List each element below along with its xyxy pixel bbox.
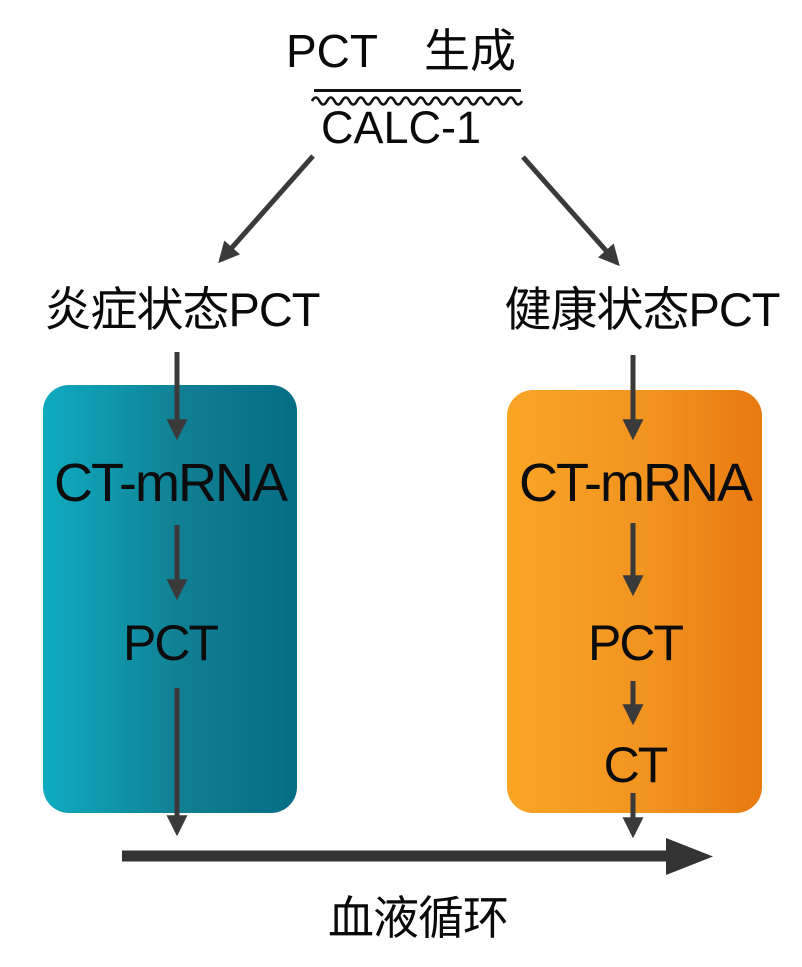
blood-circulation-label: 血液循环 — [328, 892, 509, 944]
page-title: PCT 生成 — [0, 26, 802, 77]
blood-circulation-arrowhead — [666, 838, 713, 875]
left-ct-mrna-label: CT-mRNA — [54, 453, 288, 513]
inflammation-state-label: 炎症状态PCT — [44, 283, 321, 336]
right-ct-label: CT — [603, 737, 669, 793]
page-title-latin: PCT — [286, 25, 378, 77]
calc1-to-inflammation-arrow — [218, 154, 315, 264]
right-pct-label: PCT — [588, 615, 684, 671]
page-title-cjk: 生成 — [424, 25, 516, 77]
title-underline — [314, 89, 521, 92]
left-pct-label: PCT — [123, 615, 219, 671]
calc1-to-healthy-arrow — [521, 155, 620, 267]
inflammation-box — [43, 385, 297, 813]
gene-name: CALC-1 — [320, 102, 482, 153]
healthy-state-label: 健康状态PCT — [504, 283, 781, 336]
right-ct-mrna-label: CT-mRNA — [519, 453, 753, 513]
title-wavy-underline — [311, 96, 524, 106]
wavy-line-path — [311, 96, 524, 106]
healthy-box — [507, 390, 762, 813]
